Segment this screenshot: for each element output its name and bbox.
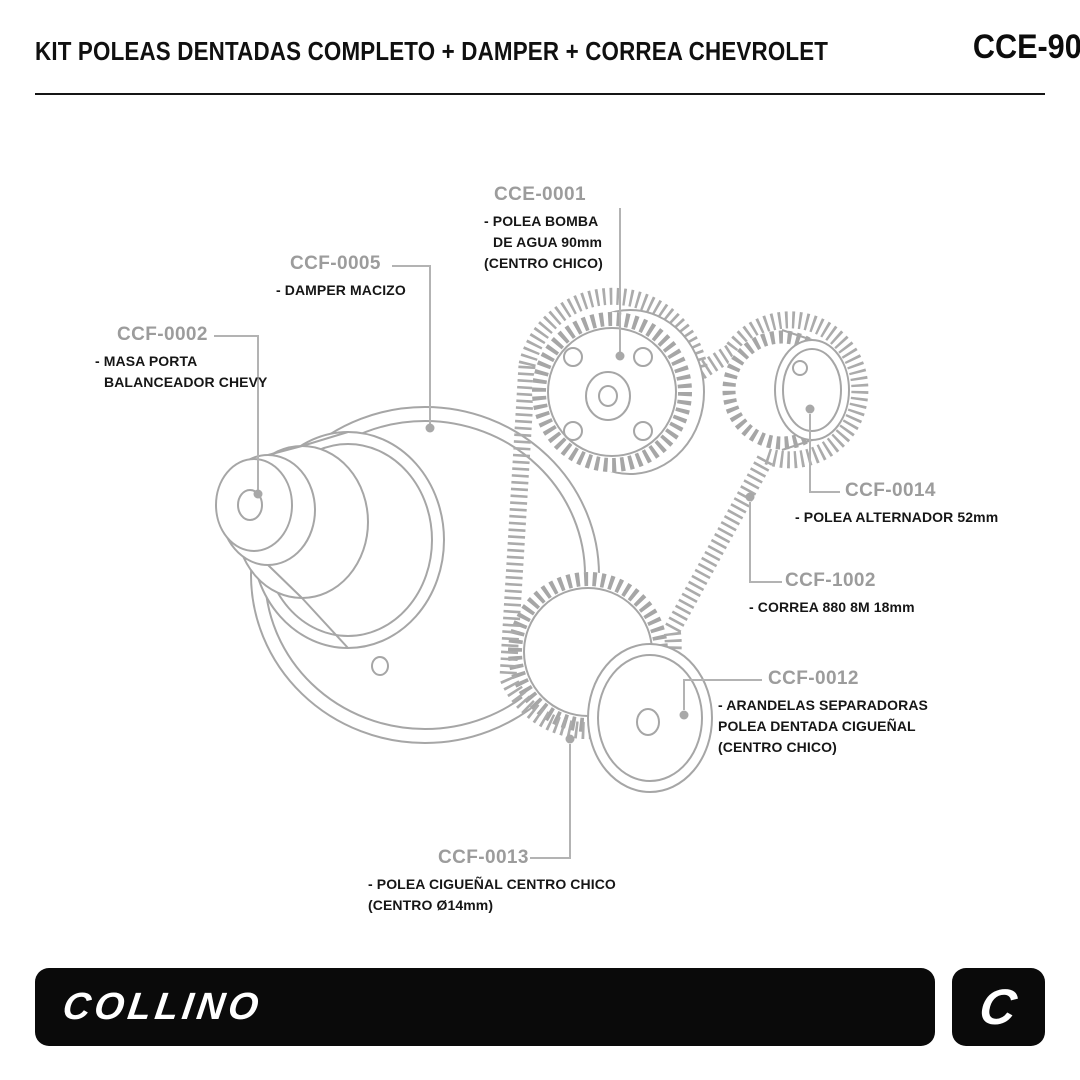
header-divider xyxy=(35,93,1045,95)
callout-cce-0001: CCE-0001 - POLEA BOMBA DE AGUA 90mm (CEN… xyxy=(484,184,603,274)
collino-badge: C xyxy=(952,968,1045,1046)
leader-lines xyxy=(214,208,840,859)
callout-line: - POLEA BOMBA xyxy=(484,213,599,229)
callout-line: - DAMPER MACIZO xyxy=(276,282,406,298)
leader-dots xyxy=(253,351,815,744)
callout-line: - MASA PORTA xyxy=(95,353,198,369)
callout-line: - POLEA ALTERNADOR 52mm xyxy=(795,509,999,525)
callout-code: CCF-0005 xyxy=(290,253,381,274)
timing-belt-drawing xyxy=(499,287,869,740)
front-pulley-drawing xyxy=(587,643,713,793)
callout-ccf-0002: CCF-0002 - MASA PORTA BALANCEADOR CHEVY xyxy=(95,324,268,393)
callout-line: - ARANDELAS SEPARADORAS xyxy=(718,697,928,713)
callout-ccf-0012: CCF-0012 - ARANDELAS SEPARADORAS POLEA D… xyxy=(718,668,928,758)
callout-code: CCF-0013 xyxy=(438,847,529,868)
water-pump-pulley-drawing xyxy=(532,309,705,475)
callout-line: - POLEA CIGUEÑAL CENTRO CHICO xyxy=(368,876,616,892)
c-logo: C xyxy=(976,979,1021,1035)
callout-code: CCF-0014 xyxy=(845,480,936,501)
callout-code: CCF-0012 xyxy=(768,668,859,689)
footer-bar: COLLINO xyxy=(35,968,935,1046)
alternator-pulley-drawing xyxy=(722,329,850,451)
header: KIT POLEAS DENTADAS COMPLETO + DAMPER + … xyxy=(35,28,1080,67)
callout-line: (CENTRO CHICO) xyxy=(484,255,603,271)
callout-line: POLEA DENTADA CIGUEÑAL xyxy=(718,718,916,734)
callout-ccf-0014: CCF-0014 - POLEA ALTERNADOR 52mm xyxy=(795,480,998,528)
callout-ccf-0005: CCF-0005 - DAMPER MACIZO xyxy=(276,253,406,301)
callout-line: (CENTRO Ø14mm) xyxy=(368,897,494,913)
collino-logo: COLLINO xyxy=(60,985,266,1028)
callout-line: BALANCEADOR CHEVY xyxy=(104,374,268,390)
product-code: CCE-9002 xyxy=(973,28,1080,66)
callout-code: CCF-1002 xyxy=(785,570,876,591)
callout-line: DE AGUA 90mm xyxy=(493,234,603,250)
callout-code: CCE-0001 xyxy=(494,184,586,205)
callout-ccf-1002: CCF-1002 - CORREA 880 8M 18mm xyxy=(749,570,915,618)
callout-line: - CORREA 880 8M 18mm xyxy=(749,599,915,615)
callout-code: CCF-0002 xyxy=(117,324,208,345)
page-title: KIT POLEAS DENTADAS COMPLETO + DAMPER + … xyxy=(35,36,829,66)
callout-ccf-0013: CCF-0013 - POLEA CIGUEÑAL CENTRO CHICO (… xyxy=(368,847,616,916)
callout-line: (CENTRO CHICO) xyxy=(718,739,837,755)
